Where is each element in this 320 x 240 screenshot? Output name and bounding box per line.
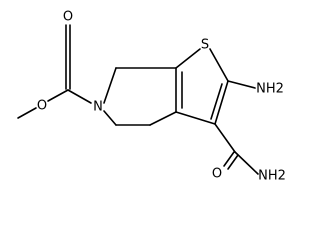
bond-carbonyl-n [67,89,92,104]
bond-o-carbonyl [47,89,69,102]
bond-amide-c-nh2 [234,151,259,175]
atom-n-ring: N [93,100,103,115]
bonds [17,24,259,175]
bond-c3-c3a [175,111,216,125]
bond-amide-c-o-a [223,151,235,167]
atom-o-methoxy: O [37,99,47,114]
bond-c2-c3-inner [210,83,223,120]
bond-c2-nh2 [227,80,256,89]
bond-amide-c-o-b [227,154,239,170]
molecule-structure: O O N S NH2 O NH2 [17,10,286,184]
bond-c2-c3 [214,80,229,125]
bond-n-c7 [103,67,117,104]
atom-o-carbonyl-ester: O [63,10,73,25]
bond-c3-amide-c [214,123,236,153]
bond-s-c2 [209,48,229,82]
bond-c3a-c4 [149,111,177,126]
bond-c5-n [103,110,117,126]
atom-o-amide: O [212,167,222,182]
bond-c7a-s [175,48,201,69]
atom-nh2-amino: NH2 [256,82,284,97]
bond-methyl-o [17,107,37,119]
atom-s-ring: S [201,38,209,53]
atom-nh2-amide: NH2 [258,169,286,184]
atom-labels: O O N S NH2 O NH2 [37,10,286,184]
